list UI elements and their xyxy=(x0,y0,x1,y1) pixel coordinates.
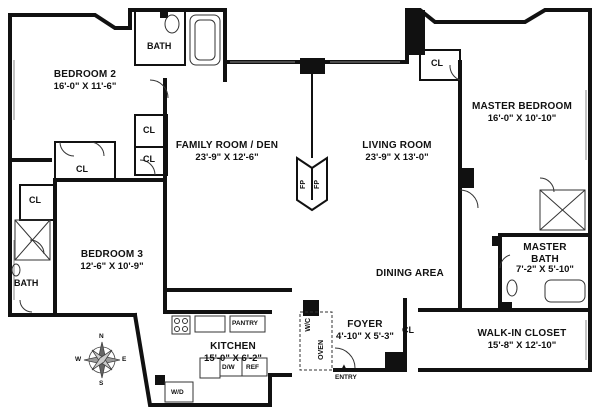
closet-bed3-label: CL xyxy=(29,195,41,205)
compass-rose-icon xyxy=(83,341,121,379)
living-room-label: LIVING ROOM 23'-9" X 13'-0" xyxy=(342,135,452,164)
entry-arrow-icon: ▲ xyxy=(340,362,348,371)
family-room-dims: 23'-9" X 12'-6" xyxy=(195,152,259,164)
bedroom3-label: BEDROOM 3 12'-6" X 10'-9" xyxy=(62,244,162,273)
wall-kitchen xyxy=(132,312,292,407)
master-bedroom-dims: 16'-0" X 10'-10" xyxy=(487,113,557,125)
bath-top-label: BATH xyxy=(147,41,172,51)
dishwasher-label: D/W xyxy=(222,364,235,371)
oven-label: OVEN xyxy=(318,340,325,360)
closet-b2-label: CL xyxy=(76,164,88,174)
kitchen-name: KITCHEN xyxy=(210,341,256,352)
windows xyxy=(13,60,587,360)
doors xyxy=(19,64,555,369)
closet-master-label: CL xyxy=(431,58,443,68)
fireplace xyxy=(296,74,328,212)
closets xyxy=(19,9,461,221)
fireplace-left-label: FP xyxy=(300,180,307,189)
kitchen-label: KITCHEN 15'-0" X 6'-2" xyxy=(188,336,278,365)
closet-family-upper-label: CL xyxy=(143,125,155,135)
dining-area-label: DINING AREA xyxy=(376,268,444,279)
family-room-name: FAMILY ROOM / DEN xyxy=(175,140,279,151)
walk-in-closet-dims: 15'-8" X 12'-10" xyxy=(487,340,557,352)
living-room-name: LIVING ROOM xyxy=(362,140,432,151)
wc-label: W/C xyxy=(305,318,312,332)
bedroom2-dims: 16'-0" X 11'-6" xyxy=(53,81,117,93)
master-bath-name2: BATH xyxy=(531,253,559,265)
kitchen-dims: 15'-0" X 6'-2" xyxy=(204,353,262,365)
foyer-closet-label: CL xyxy=(402,325,414,335)
washer-dryer-label: W/D xyxy=(171,389,184,396)
master-bedroom-label: MASTER BEDROOM 16'-0" X 10'-10" xyxy=(462,96,582,125)
master-bedroom-name: MASTER BEDROOM xyxy=(471,101,573,112)
wall-bedroom2 xyxy=(8,8,227,82)
wall-master-top xyxy=(405,8,592,24)
closet-family-lower-label: CL xyxy=(143,154,155,164)
bedroom2-name: BEDROOM 2 xyxy=(53,69,117,80)
bedroom2-label: BEDROOM 2 16'-0" X 11'-6" xyxy=(30,64,140,93)
family-room-label: FAMILY ROOM / DEN 23'-9" X 12'-6" xyxy=(172,135,282,164)
master-bath-label: MASTER BATH 7'-2" X 5'-10" xyxy=(502,242,588,276)
bedroom3-name: BEDROOM 3 xyxy=(80,249,144,260)
entry-label: ENTRY xyxy=(335,374,357,381)
bedroom3-dims: 12'-6" X 10'-9" xyxy=(80,261,144,273)
refrigerator-label: REF xyxy=(246,364,259,371)
living-room-dims: 23'-9" X 13'-0" xyxy=(365,152,429,164)
foyer-dims: 4'-10" X 5'-3" xyxy=(336,331,394,343)
master-bath-name: MASTER xyxy=(523,242,567,253)
walk-in-closet-name: WALK-IN CLOSET xyxy=(477,328,567,339)
piers xyxy=(155,10,512,385)
compass-e: E xyxy=(122,356,127,363)
fireplace-right-label: FP xyxy=(314,180,321,189)
walk-in-closet-label: WALK-IN CLOSET 15'-8" X 12'-10" xyxy=(462,323,582,352)
compass-w: W xyxy=(75,356,82,363)
compass-n: N xyxy=(99,333,104,340)
master-bath-dims: 7'-2" X 5'-10" xyxy=(516,264,574,275)
bath-left-label: BATH xyxy=(14,278,39,288)
compass-s: S xyxy=(99,380,104,387)
pantry-label: PANTRY xyxy=(232,320,258,327)
foyer-name: FOYER xyxy=(347,319,383,330)
foyer-label: FOYER 4'-10" X 5'-3" xyxy=(330,314,400,343)
